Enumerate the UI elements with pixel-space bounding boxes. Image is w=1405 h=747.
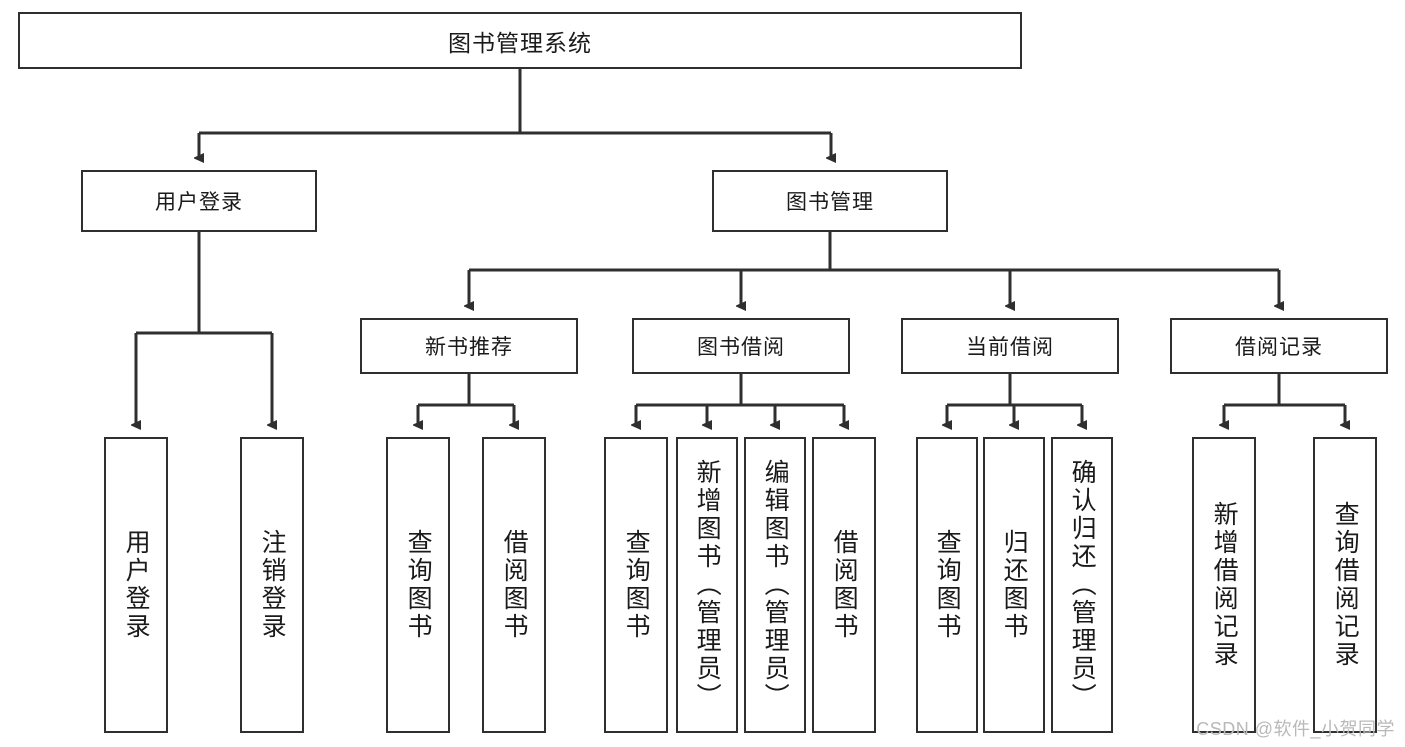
node-leaf-borrow-book-recommend[interactable]: 借阅图书 <box>482 437 546 733</box>
node-leaf-query-borrow-record[interactable]: 查询借阅记录 <box>1313 437 1377 733</box>
node-label: 查询图书 <box>933 529 962 641</box>
node-label: 编辑图书（管理员） <box>761 459 790 711</box>
node-leaf-add-book-admin[interactable]: 新增图书（管理员） <box>676 437 738 733</box>
node-label: 查询借阅记录 <box>1331 501 1360 669</box>
node-user-login[interactable]: 用户登录 <box>81 170 317 232</box>
node-root-book-management-system[interactable]: 图书管理系统 <box>18 12 1022 69</box>
node-label: 新增图书（管理员） <box>693 459 722 711</box>
node-label: 查询图书 <box>622 529 651 641</box>
node-label: 借阅图书 <box>500 529 529 641</box>
node-leaf-add-borrow-record[interactable]: 新增借阅记录 <box>1192 437 1256 733</box>
node-label: 借阅图书 <box>830 529 859 641</box>
node-leaf-edit-book-admin[interactable]: 编辑图书（管理员） <box>744 437 806 733</box>
node-label: 图书管理 <box>786 191 874 214</box>
node-leaf-confirm-return-admin[interactable]: 确认归还（管理员） <box>1051 437 1113 733</box>
node-book-borrow[interactable]: 图书借阅 <box>632 318 850 374</box>
node-label: 查询图书 <box>404 529 433 641</box>
node-label: 新书推荐 <box>425 336 513 359</box>
node-leaf-return-book[interactable]: 归还图书 <box>983 437 1045 733</box>
node-new-book-recommend[interactable]: 新书推荐 <box>360 318 578 374</box>
node-book-manage[interactable]: 图书管理 <box>712 170 948 232</box>
node-label: 新增借阅记录 <box>1210 501 1239 669</box>
node-leaf-borrow-book[interactable]: 借阅图书 <box>812 437 876 733</box>
node-borrow-record[interactable]: 借阅记录 <box>1170 318 1388 374</box>
node-label: 用户登录 <box>122 529 151 641</box>
node-leaf-query-book-recommend[interactable]: 查询图书 <box>386 437 450 733</box>
node-leaf-query-book-current[interactable]: 查询图书 <box>916 437 978 733</box>
node-label: 用户登录 <box>155 191 243 214</box>
node-current-borrow[interactable]: 当前借阅 <box>901 318 1119 374</box>
node-leaf-user-login[interactable]: 用户登录 <box>104 437 168 733</box>
node-label: 图书管理系统 <box>448 29 592 56</box>
node-label: 确认归还（管理员） <box>1068 459 1097 711</box>
node-leaf-logout[interactable]: 注销登录 <box>240 437 304 733</box>
csdn-watermark: CSDN @软件_小贺同学 <box>1196 719 1395 739</box>
node-label: 归还图书 <box>1000 529 1029 641</box>
node-label: 借阅记录 <box>1235 336 1323 359</box>
node-label: 注销登录 <box>258 529 287 641</box>
node-label: 图书借阅 <box>697 336 785 359</box>
node-label: 当前借阅 <box>966 336 1054 359</box>
node-leaf-query-book-borrow[interactable]: 查询图书 <box>604 437 668 733</box>
